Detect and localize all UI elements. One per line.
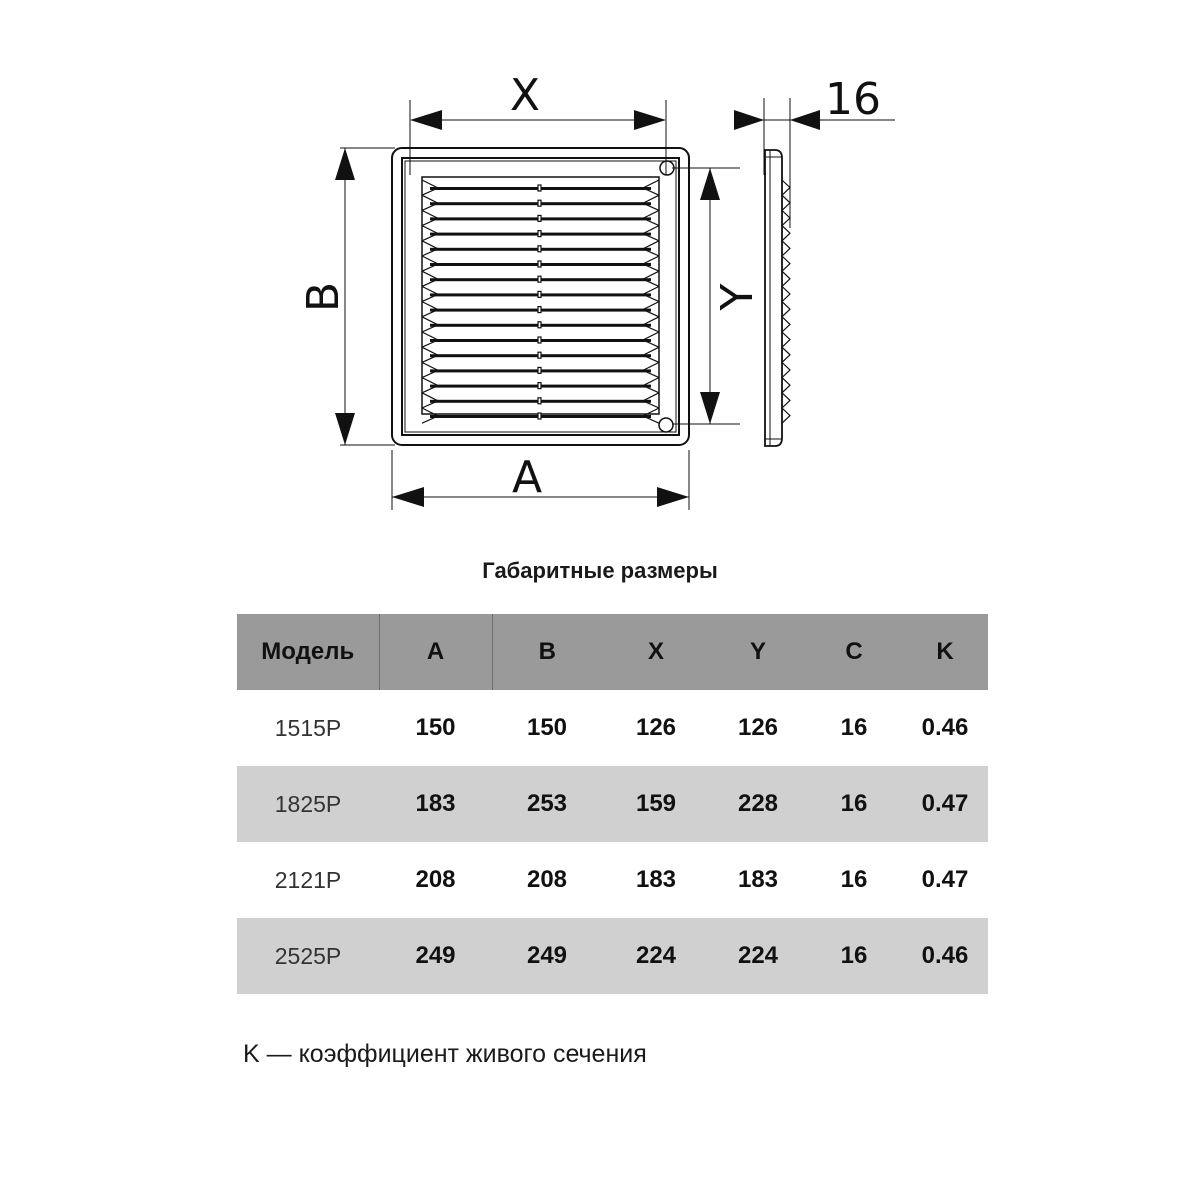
cell-c: 16 (806, 918, 902, 994)
column-header: C (806, 614, 902, 690)
cell-a: 183 (379, 766, 492, 842)
table-row: 1825P 183 253 159 228 16 0.47 (237, 766, 988, 842)
technical-drawing: X A B Y 16 (298, 70, 895, 510)
label-b: B (298, 282, 349, 312)
dimension-b (335, 147, 395, 446)
table-row: 2121P 208 208 183 183 16 0.47 (237, 842, 988, 918)
cell-a: 150 (415, 714, 456, 741)
cell-x: 183 (635, 866, 677, 893)
dimensions-table: Модель A B X Y C K 1515P 150 150 126 126… (237, 614, 988, 994)
cell-k: 0.46 (921, 714, 969, 741)
cell-x: 159 (602, 766, 710, 842)
table-row: 1515P 150 150 126 126 16 0.46 (237, 690, 988, 766)
cell-k: 0.47 (921, 866, 969, 893)
column-header: A (379, 614, 493, 690)
cell-b: 253 (492, 766, 602, 842)
label-y: Y (712, 283, 763, 311)
cell-b: 150 (526, 714, 568, 741)
cell-c: 16 (840, 866, 868, 893)
dimension-x (409, 100, 667, 175)
dimension-y (672, 167, 740, 425)
table-header-row: Модель A B X Y C K (237, 614, 988, 690)
cell-c: 16 (806, 766, 902, 842)
cell-y: 228 (710, 766, 806, 842)
cell-model: 2121P (274, 866, 342, 893)
cell-a: 208 (415, 866, 456, 893)
front-view-grille (391, 147, 690, 446)
cell-k: 0.47 (902, 766, 988, 842)
label-x: X (510, 70, 540, 121)
label-depth: 16 (825, 74, 881, 125)
cell-b: 208 (526, 866, 568, 893)
table-title: Габаритные размеры (482, 558, 718, 583)
column-header: X (602, 614, 710, 690)
cell-y: 183 (737, 866, 779, 893)
cell-b: 249 (492, 918, 602, 994)
footnote: K — коэффициент живого сечения (243, 1040, 647, 1068)
side-view-grille (764, 149, 791, 447)
dimension-depth (734, 98, 895, 228)
cell-model: 1515P (274, 714, 342, 741)
cell-x: 224 (602, 918, 710, 994)
label-a: A (512, 452, 542, 503)
column-header: Модель (237, 614, 380, 690)
column-header: B (492, 614, 602, 690)
cell-c: 16 (840, 714, 868, 741)
cell-model: 1825P (237, 766, 379, 842)
screw-hole-icon (658, 417, 674, 433)
dimension-a (391, 450, 690, 510)
column-header: K (902, 614, 988, 690)
cell-x: 126 (635, 714, 677, 741)
cell-y: 224 (710, 918, 806, 994)
screw-hole-icon (659, 160, 675, 176)
table-row: 2525P 249 249 224 224 16 0.46 (237, 918, 988, 994)
cell-a: 249 (379, 918, 492, 994)
cell-model: 2525P (237, 918, 379, 994)
cell-k: 0.46 (902, 918, 988, 994)
cell-y: 126 (737, 714, 779, 741)
column-header: Y (710, 614, 806, 690)
